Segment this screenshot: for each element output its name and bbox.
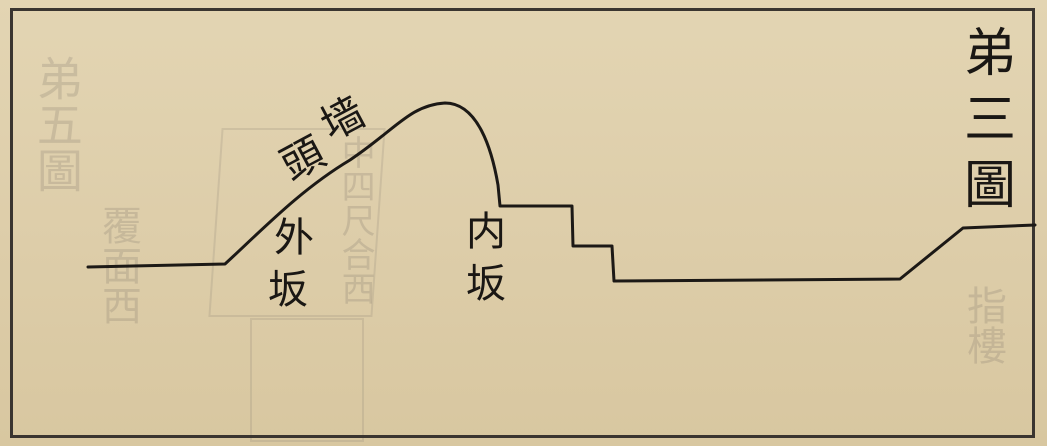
outer-slope-label-char-1: 外 — [274, 215, 314, 261]
inner-slope-label-char-2: 坂 — [466, 261, 506, 307]
figure-title-char-1: 弟 — [963, 24, 1016, 84]
figure-border — [10, 8, 1035, 438]
inner-slope-label-char-1: 内 — [466, 209, 506, 255]
bleed-through-box-2 — [250, 318, 364, 442]
figure-title-char-3: 圖 — [963, 156, 1016, 216]
bleed-through-left: 弟五圖 — [29, 55, 84, 193]
figure-title: 弟 三 圖 — [960, 28, 1020, 226]
outer-slope-label-char-2: 坂 — [268, 267, 308, 313]
earthwork-profile-line — [86, 101, 1037, 283]
figure-title-char-2: 三 — [963, 90, 1016, 150]
bleed-through-right: 指樓 — [960, 285, 1006, 365]
